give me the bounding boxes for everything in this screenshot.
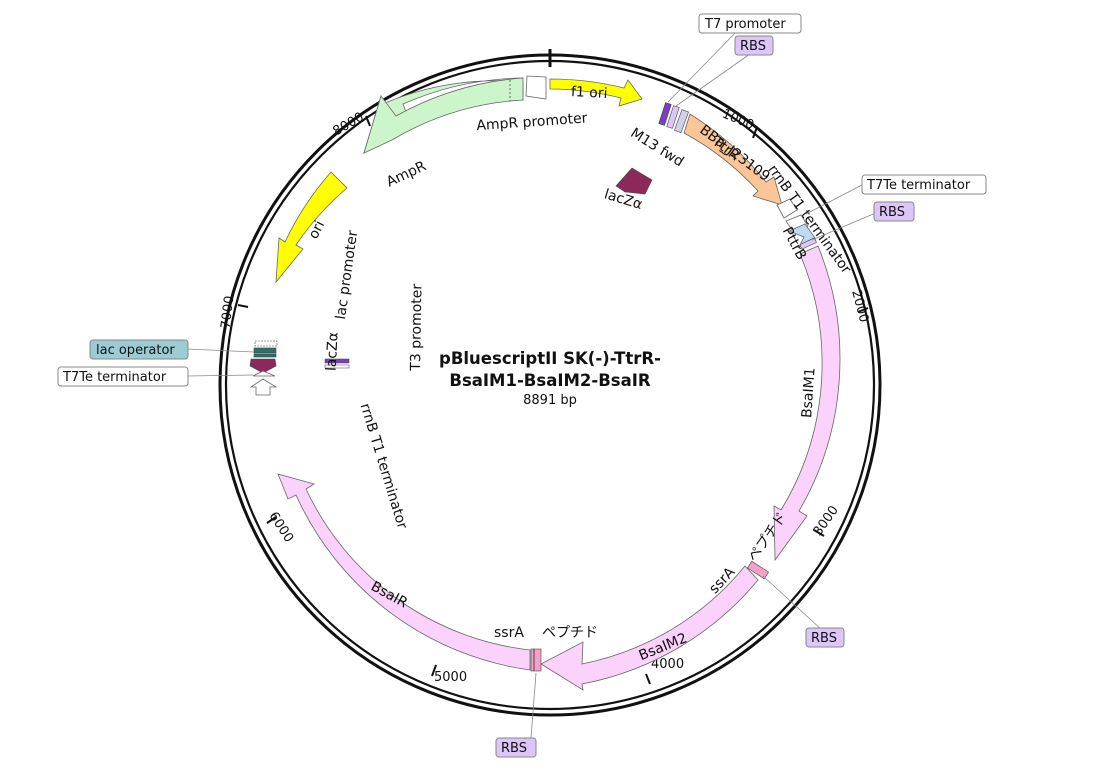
tick-label-5000: 5000 xyxy=(434,670,467,685)
tick-mark-2000 xyxy=(857,307,869,313)
label-bsaim1: BsaIM1 xyxy=(799,367,818,419)
tick-mark-7000 xyxy=(237,304,249,308)
ssra-marker-right xyxy=(747,560,769,580)
callout-t7te-left-label: T7Te terminator xyxy=(62,370,167,385)
label-lac-promoter: lac promoter xyxy=(333,229,361,320)
plasmid-length: 8891 bp xyxy=(523,393,577,408)
callout-line-rbs-bottom xyxy=(530,672,537,739)
callout-line-t7-promoter xyxy=(667,30,738,103)
ssra-marker-bottom xyxy=(530,648,542,672)
rbs-marker-right xyxy=(799,237,817,250)
ampr-promoter-arrow[interactable] xyxy=(525,75,547,100)
callout-t7te-right-label: T7Te terminator xyxy=(866,178,971,193)
callout-rbs-top[interactable] xyxy=(734,35,774,56)
tick-label-6000: 6000 xyxy=(265,509,296,545)
tick-label-4000: 4000 xyxy=(651,657,684,672)
rbs-marker-top xyxy=(666,105,680,129)
callout-rbs-bottom[interactable] xyxy=(495,737,537,758)
label-pep-bottom: ペプチド xyxy=(542,625,598,641)
tick-mark-3000 xyxy=(813,529,825,537)
callout-rbs-right-label: RBS xyxy=(879,205,905,220)
callout-t7-promoter[interactable] xyxy=(698,13,802,34)
callout-rbs-mid-label: RBS xyxy=(811,631,837,646)
lac-promoter-marker xyxy=(254,340,278,347)
callout-lac-operator-label: lac operator xyxy=(96,343,175,358)
bsair-arrow[interactable] xyxy=(277,473,531,671)
rrnb-t1-terminator-top-arrow[interactable] xyxy=(776,198,798,219)
label-ampr: AmpR xyxy=(384,158,429,190)
ampr-arrow-body xyxy=(363,77,524,154)
label-t3-promoter: T3 promoter xyxy=(408,284,426,372)
t7-promoter-marker xyxy=(658,102,672,126)
tick-mark-6000 xyxy=(266,516,277,524)
tick-label-7000: 7000 xyxy=(219,295,238,330)
callout-rbs-top-label: RBS xyxy=(740,39,766,54)
ori-arrow[interactable] xyxy=(275,171,348,284)
plasmid-name-line1: pBluescriptII SK(-)-TtrR- xyxy=(439,349,661,368)
lacz-arrow-left[interactable] xyxy=(249,358,277,374)
callout-rbs-bottom-label: RBS xyxy=(501,741,527,756)
callout-t7te-right[interactable] xyxy=(861,174,987,195)
tick-label-1000: 1000 xyxy=(720,107,756,134)
tick-mark-8000 xyxy=(365,115,371,127)
callout-line-t7te-right xyxy=(805,184,863,215)
label-lacz-left: lacZα xyxy=(324,332,342,372)
t3-promoter-marker-b xyxy=(324,364,350,369)
t7te-terminator-left-arrow[interactable] xyxy=(252,370,276,377)
plasmid-name-line2: BsaIM1-BsaIM2-BsaIR xyxy=(449,371,651,390)
callout-lac-operator[interactable] xyxy=(89,339,189,360)
bba-marker xyxy=(674,109,689,134)
tick-mark-5000 xyxy=(431,664,437,677)
callout-t7-promoter-label: T7 promoter xyxy=(704,17,786,32)
tick-mark-4000 xyxy=(645,673,651,685)
label-f1-ori: f1 ori xyxy=(571,84,608,102)
callout-rbs-right[interactable] xyxy=(873,201,915,222)
callout-line-rbs-mid xyxy=(762,575,823,631)
label-m13-fwd: M13 fwd xyxy=(628,125,687,170)
bsaim1-arrow[interactable] xyxy=(773,245,841,562)
label-ssra-bottom: ssrA xyxy=(494,625,524,641)
t3-promoter-marker xyxy=(324,358,350,364)
callout-line-rbs-top xyxy=(675,53,751,107)
lacz-arrow-top[interactable] xyxy=(615,167,653,195)
label-ampr-promoter: AmpR promoter xyxy=(476,110,588,134)
callout-rbs-mid[interactable] xyxy=(805,627,845,648)
label-rrnb-left: rrnB T1 terminator xyxy=(357,401,410,530)
callout-line-lac-operator xyxy=(186,348,255,353)
rrnb-t1-terminator-left-arrow[interactable] xyxy=(249,378,278,396)
f1-ori-arrow[interactable] xyxy=(549,78,643,107)
lac-operator-marker-b xyxy=(253,353,277,358)
label-ori: ori xyxy=(306,218,329,241)
callout-t7te-left[interactable] xyxy=(57,366,189,387)
tick-label-8000: 8000 xyxy=(331,110,367,140)
callout-line-t7te-left xyxy=(186,374,254,377)
lac-operator-marker xyxy=(253,347,277,354)
callout-line-rbs-right xyxy=(811,211,879,241)
tick-mark-1000 xyxy=(752,126,758,139)
